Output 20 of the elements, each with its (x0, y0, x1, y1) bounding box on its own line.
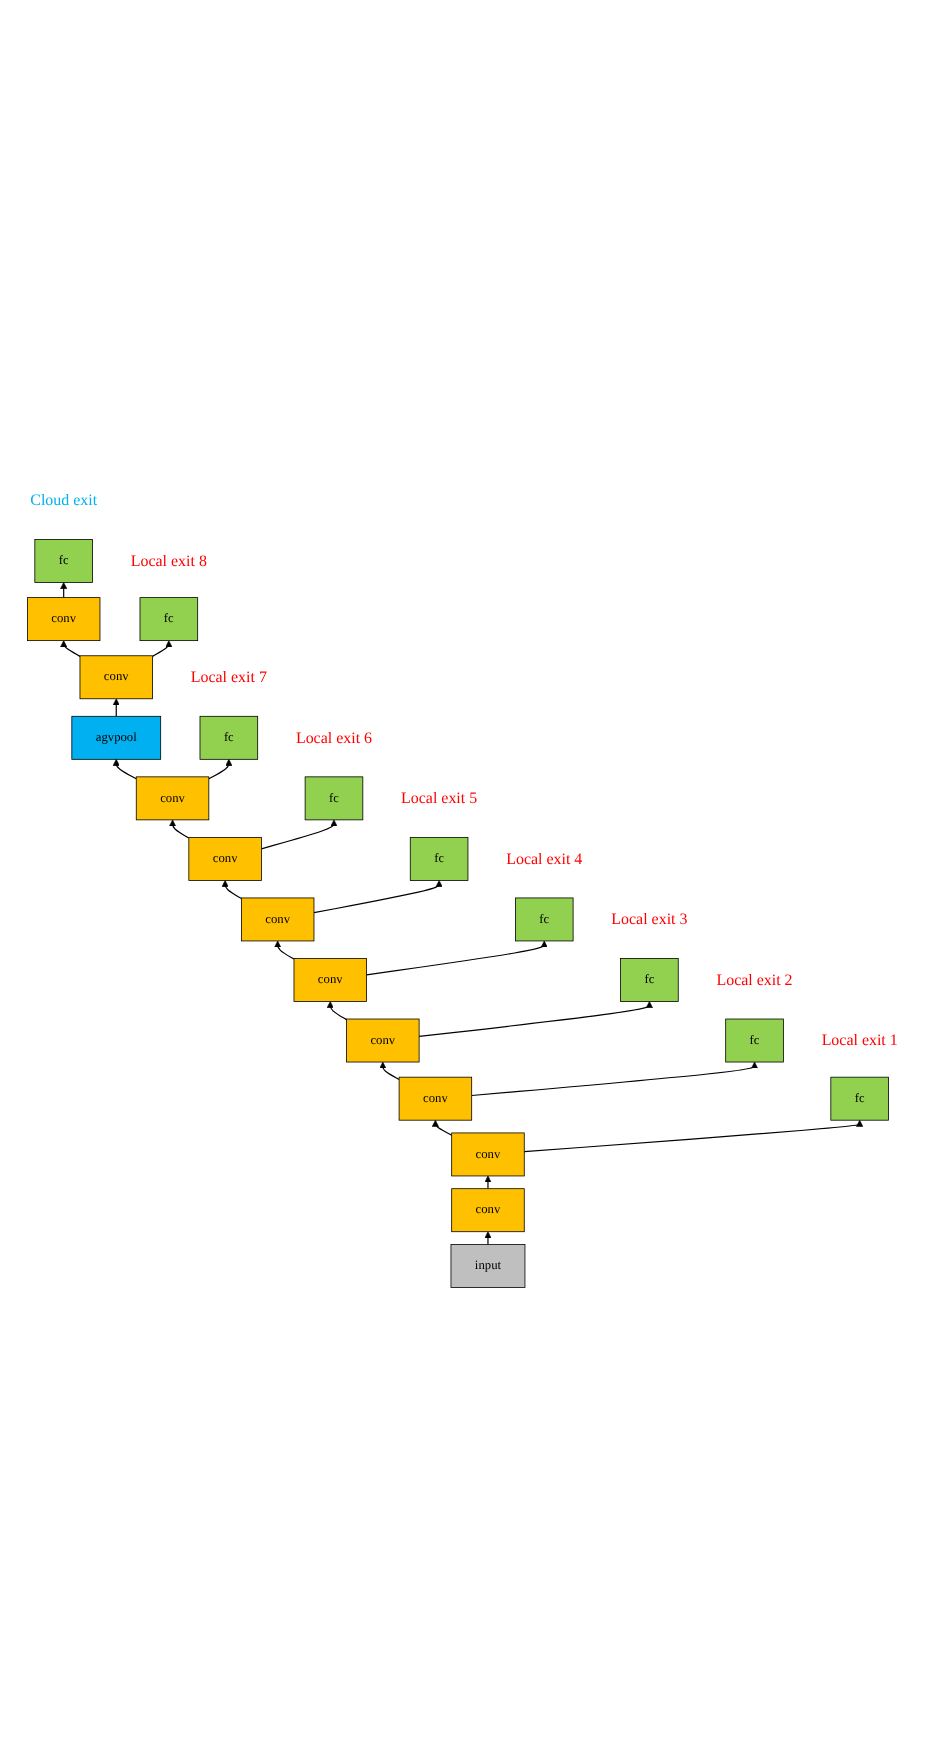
arrow (151, 640, 173, 657)
arrow (431, 1119, 453, 1136)
arrow (60, 640, 81, 657)
arrow (221, 880, 242, 900)
arrow (60, 582, 68, 599)
arrow (379, 1061, 400, 1081)
arrow (523, 1119, 864, 1153)
arrow (484, 1175, 492, 1190)
arrow (208, 759, 233, 780)
arrow (471, 1061, 759, 1097)
arrow (112, 698, 120, 717)
arrow (169, 819, 190, 839)
arrow (418, 1001, 653, 1037)
arrow (365, 940, 548, 976)
arrow (260, 819, 338, 850)
arrow (484, 1231, 492, 1246)
arrow (112, 759, 137, 780)
arrow (274, 940, 295, 960)
arrow (313, 880, 443, 914)
arrow (326, 1001, 348, 1021)
